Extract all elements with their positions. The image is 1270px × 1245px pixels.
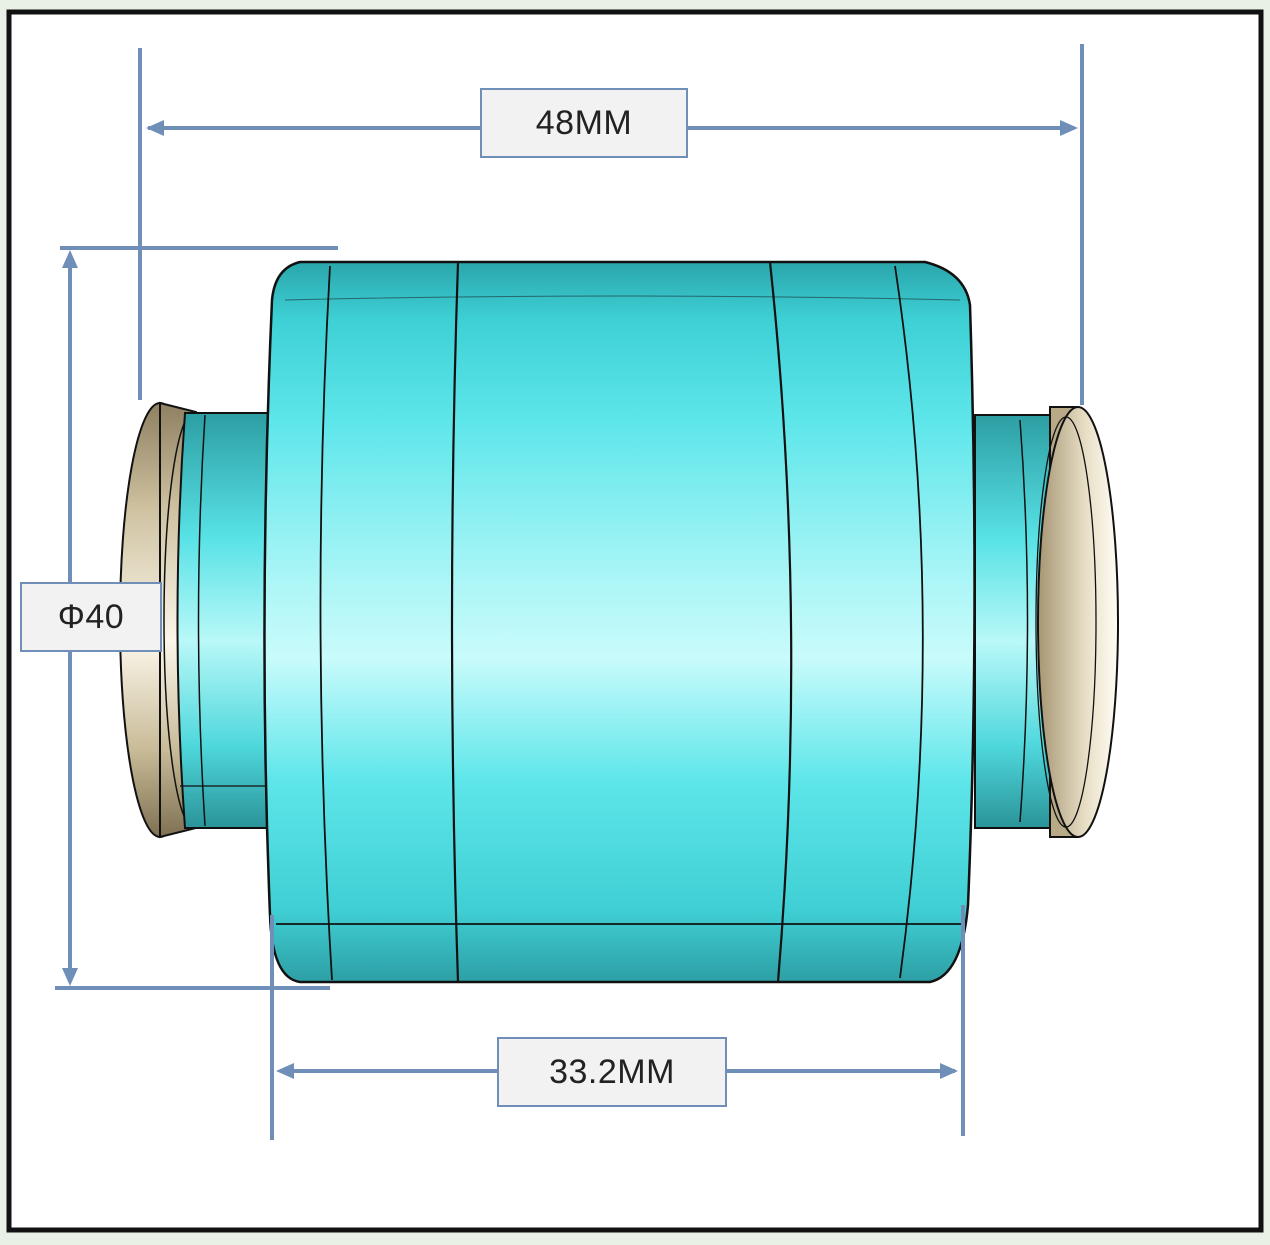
arrowhead-right bbox=[1060, 120, 1078, 136]
dimension-lines bbox=[55, 44, 1084, 1140]
arrowhead-left bbox=[146, 120, 164, 136]
left-hub bbox=[176, 412, 269, 829]
bushing-body bbox=[263, 260, 976, 984]
arrowhead-bottom bbox=[62, 968, 78, 986]
arrowhead-body-right bbox=[940, 1063, 958, 1079]
arrowhead-top bbox=[62, 250, 78, 268]
arrowhead-body-left bbox=[276, 1063, 294, 1079]
overall-length-label: 48MM bbox=[480, 88, 688, 158]
outer-diameter-label: Φ40 bbox=[20, 582, 162, 652]
body-length-label: 33.2MM bbox=[497, 1037, 727, 1107]
right-flange bbox=[1035, 406, 1119, 838]
